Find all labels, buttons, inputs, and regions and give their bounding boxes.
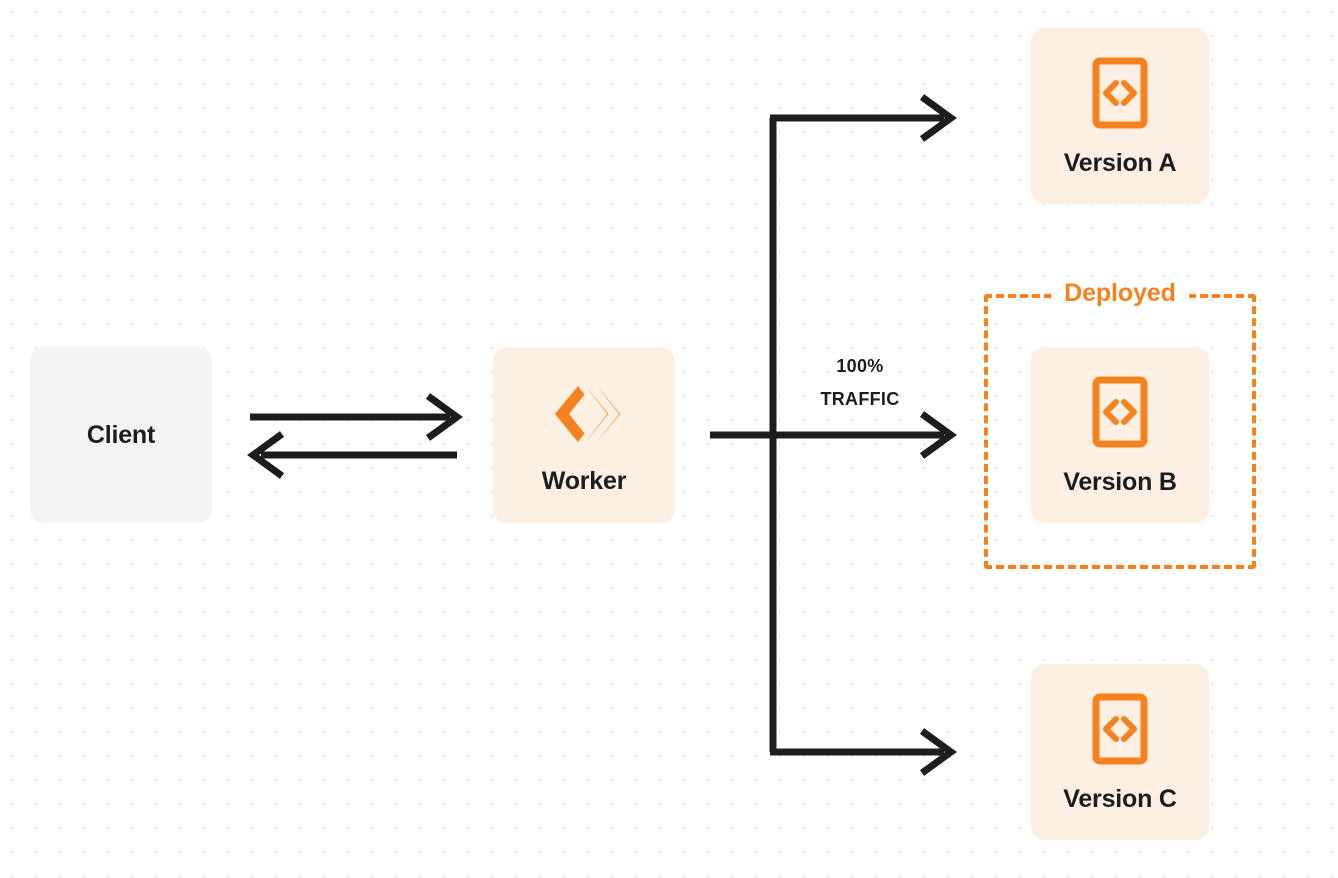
node-client[interactable]: Client [30,347,212,523]
edge-worker-to-version-b [710,411,957,459]
node-version-b[interactable]: Version B [1031,347,1209,523]
traffic-label: 100% TRAFFIC [800,350,920,417]
edge-client-to-worker [250,393,463,441]
node-version-a-label: Version A [1063,148,1177,177]
code-file-icon [1092,376,1148,448]
edge-worker-to-version-c [770,728,957,776]
traffic-word: TRAFFIC [820,389,900,410]
deployed-group: Deployed [984,281,1256,569]
node-worker[interactable]: Worker [493,347,675,523]
traffic-percent: 100% [836,356,884,376]
cloudflare-workers-icon [547,377,621,451]
code-file-icon [1092,57,1148,129]
node-version-c[interactable]: Version C [1031,664,1209,840]
node-version-c-label: Version C [1063,784,1177,813]
code-file-icon [1092,693,1148,765]
edge-worker-to-client [247,431,457,479]
node-worker-label: Worker [541,466,627,495]
node-client-label: Client [86,420,156,449]
edge-worker-to-version-a [770,94,957,142]
node-version-b-label: Version B [1063,467,1177,496]
node-version-a[interactable]: Version A [1031,28,1209,204]
deployed-group-label: Deployed [1051,281,1189,306]
